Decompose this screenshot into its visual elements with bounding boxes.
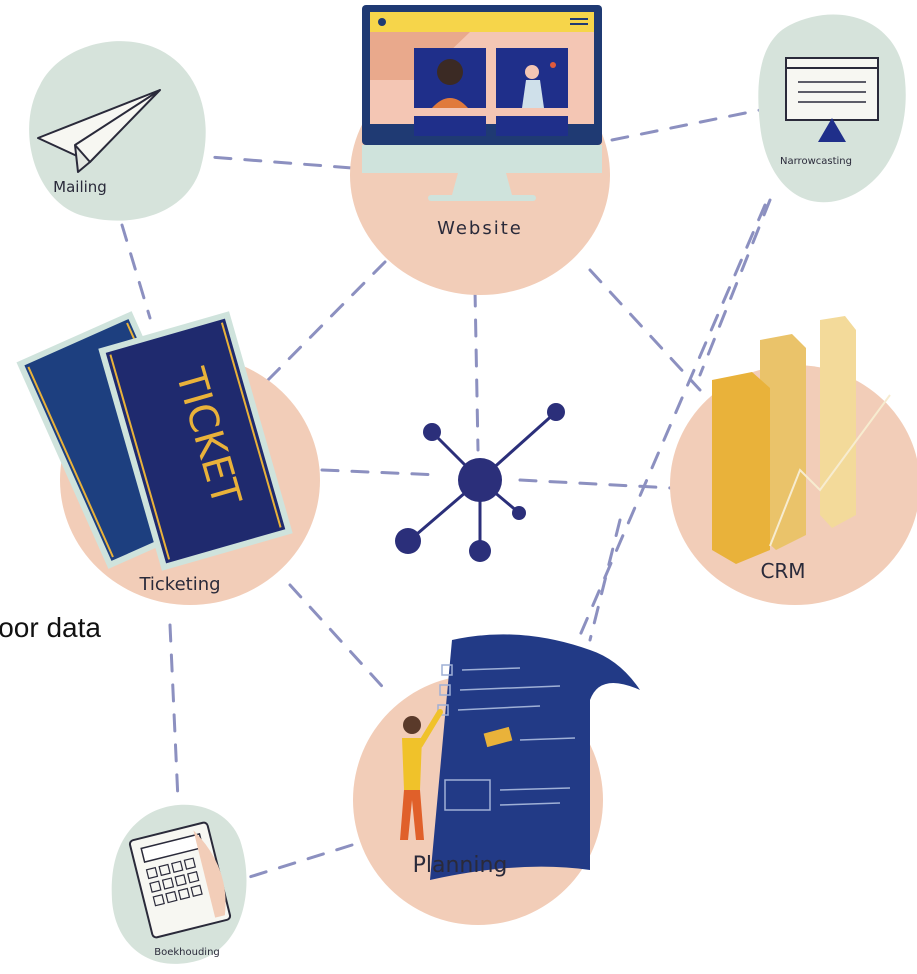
ticket-icon: TICKET: [16, 311, 293, 571]
line-narrowcasting-planning: [576, 203, 767, 642]
line-mailing-ticketing: [120, 223, 152, 320]
hub-network-icon: [395, 403, 565, 562]
line-website-narrowcasting: [610, 108, 762, 142]
bar-chart-icon: [712, 316, 891, 564]
label-narrowcasting: Narrowcasting: [780, 156, 852, 167]
presentation-screen-icon: [785, 57, 879, 142]
monitor-icon: [362, 5, 602, 201]
label-boekhouding: Boekhouding: [154, 947, 220, 958]
label-planning: Planning: [413, 853, 508, 878]
line-planning-boekhouding: [238, 843, 354, 882]
line-website-hub: [473, 288, 480, 452]
overlay-text: loor data: [0, 612, 101, 643]
line-mailing-website: [183, 153, 354, 170]
line-ticketing-planning: [288, 583, 392, 697]
line-ticketing-boekhouding: [168, 623, 180, 802]
paper-plane-icon: [37, 89, 161, 173]
calculator-icon: [128, 821, 232, 939]
line-ticketing-hub: [320, 468, 442, 477]
connection-lines: [120, 108, 772, 882]
label-crm: CRM: [760, 559, 805, 583]
label-website: Website: [437, 218, 523, 239]
blueprint-icon: [400, 634, 640, 880]
label-ticketing: Ticketing: [138, 574, 220, 595]
line-website-ticketing: [266, 260, 387, 382]
line-narrowcasting-crm: [698, 198, 772, 377]
line-website-crm: [588, 268, 702, 392]
line-crm-planning: [588, 518, 622, 642]
line-hub-crm: [518, 478, 674, 490]
label-mailing: Mailing: [53, 178, 107, 196]
